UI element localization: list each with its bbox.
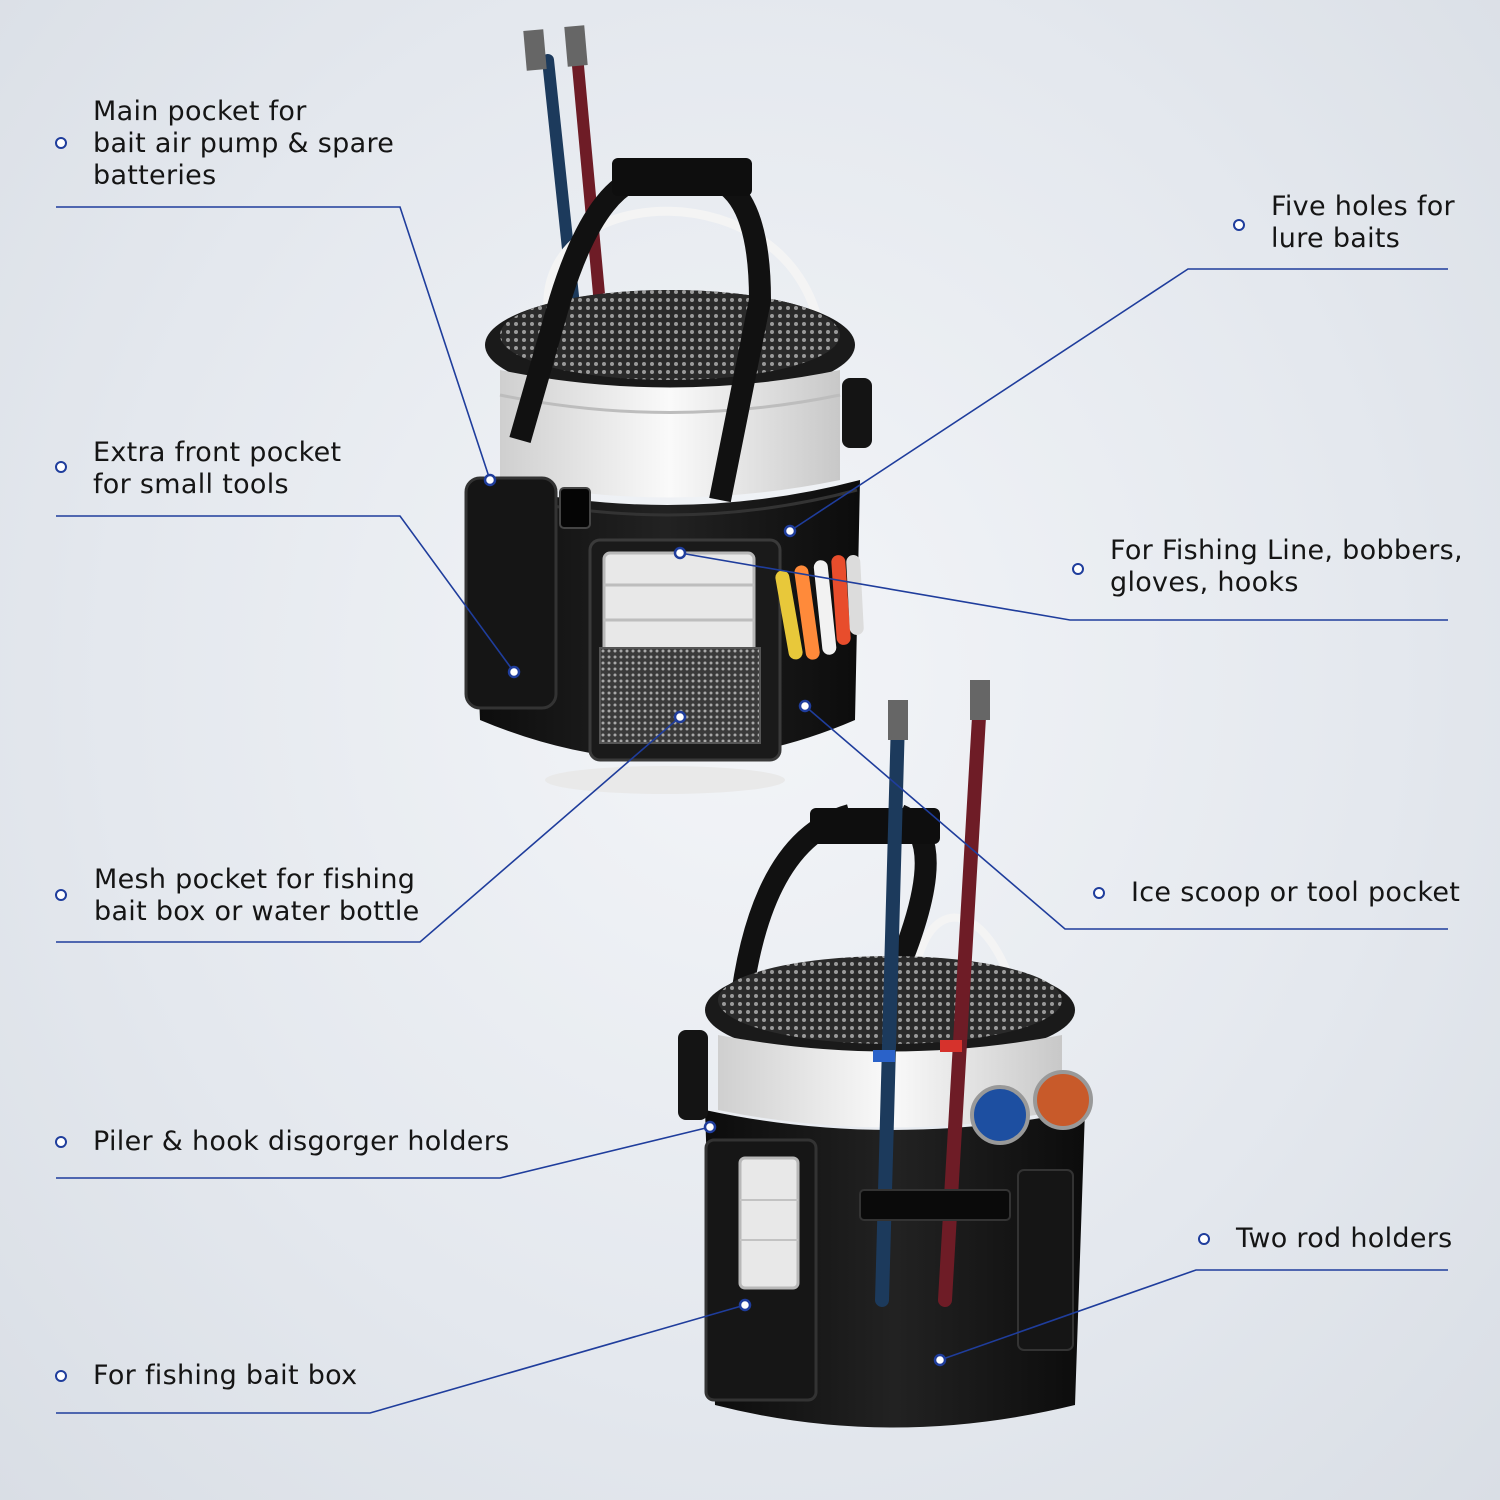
leader-rod-holders: [939, 1269, 1448, 1361]
target-dot-icon: [673, 546, 687, 560]
bullet-icon: [55, 461, 67, 473]
target-dot-icon: [738, 1298, 752, 1312]
callout-line: for small tools: [93, 469, 289, 500]
callout-main-pocket: Main pocket for bait air pump & spare ba…: [93, 96, 394, 192]
callout-ice-scoop: Ice scoop or tool pocket: [1131, 877, 1460, 909]
bullet-icon: [1093, 887, 1105, 899]
target-dot-icon: [507, 665, 521, 679]
leader-plier-holders: [56, 1126, 711, 1179]
target-dot-icon: [703, 1120, 717, 1134]
leader-fishing-line: [679, 552, 1448, 621]
target-dot-icon: [783, 524, 797, 538]
target-dot-icon: [933, 1353, 947, 1367]
callout-line: Mesh pocket for fishing: [94, 864, 416, 895]
top-bucket-bag: [464, 25, 872, 794]
bullet-icon: [1072, 563, 1084, 575]
leader-ice-scoop: [804, 705, 1448, 930]
reels: [970, 1070, 1093, 1145]
callout-lure-holes: Five holes for lure baits: [1271, 191, 1455, 255]
callout-line: batteries: [93, 160, 217, 191]
bullet-icon: [1198, 1233, 1210, 1245]
callout-bait-box: For fishing bait box: [93, 1360, 357, 1392]
callout-line: gloves, hooks: [1110, 567, 1299, 598]
target-dot-icon: [673, 710, 687, 724]
bullet-icon: [55, 1136, 67, 1148]
callout-line: Two rod holders: [1236, 1223, 1453, 1254]
bullet-icon: [55, 137, 67, 149]
callout-line: Main pocket for: [93, 96, 307, 127]
bullet-icon: [1233, 219, 1245, 231]
callout-line: For Fishing Line, bobbers,: [1110, 535, 1463, 566]
target-dot-icon: [798, 699, 812, 713]
callout-mesh-pocket: Mesh pocket for fishing bait box or wate…: [94, 864, 420, 928]
callout-lines: [56, 206, 1448, 1414]
callout-line: bait air pump & spare: [93, 128, 395, 159]
callout-rod-holders: Two rod holders: [1236, 1223, 1453, 1255]
callout-front-pocket: Extra front pocket for small tools: [93, 437, 341, 501]
leader-main-pocket: [56, 206, 491, 481]
leader-mesh-pocket: [56, 716, 681, 943]
bullet-icon: [55, 889, 67, 901]
hanging-lures: [775, 555, 864, 660]
callout-line: bait box or water bottle: [94, 896, 420, 927]
target-dot-icon: [483, 473, 497, 487]
callout-line: Five holes for: [1271, 191, 1455, 222]
callout-line: lure baits: [1271, 223, 1401, 254]
callout-line: Extra front pocket: [93, 437, 342, 468]
leader-lure-holes: [789, 268, 1448, 532]
callout-line: Ice scoop or tool pocket: [1131, 877, 1461, 908]
callout-plier-holders: Piler & hook disgorger holders: [93, 1126, 509, 1158]
callout-line: Piler & hook disgorger holders: [93, 1126, 510, 1157]
callout-fishing-line: For Fishing Line, bobbers, gloves, hooks: [1110, 535, 1463, 599]
leader-front-pocket: [56, 515, 515, 673]
callout-line: For fishing bait box: [93, 1360, 358, 1391]
bottom-bucket-bag: [678, 680, 1093, 1428]
bullet-icon: [55, 1370, 67, 1382]
leader-bait-box: [56, 1304, 746, 1414]
